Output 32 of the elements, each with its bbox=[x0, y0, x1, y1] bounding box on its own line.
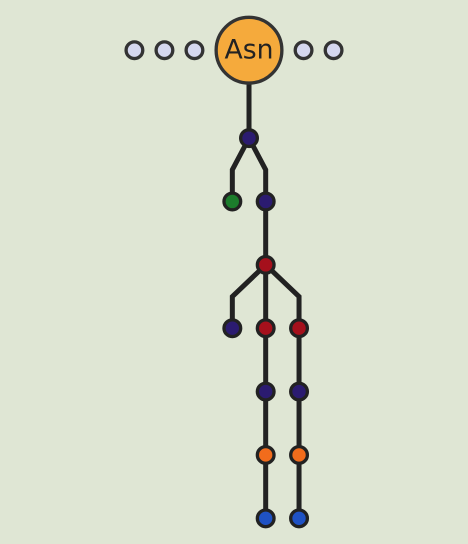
node-circle bbox=[124, 40, 144, 60]
connector bbox=[296, 463, 302, 510]
connector bbox=[263, 463, 268, 510]
node-circle bbox=[256, 318, 276, 338]
connector bbox=[263, 400, 268, 447]
connector bbox=[263, 273, 268, 320]
node-circle bbox=[256, 191, 276, 212]
connector bbox=[263, 336, 268, 384]
node-circle bbox=[184, 40, 204, 60]
connector bbox=[296, 336, 302, 384]
node-circle bbox=[324, 40, 344, 60]
connector bbox=[230, 144, 248, 194]
connector bbox=[296, 400, 302, 447]
connector bbox=[263, 210, 268, 256]
node-circle bbox=[256, 444, 276, 465]
node-circle bbox=[222, 191, 242, 212]
connector bbox=[246, 83, 252, 130]
node-circle bbox=[222, 318, 242, 338]
node-circle: Asn bbox=[214, 16, 284, 85]
connector bbox=[250, 144, 268, 194]
node-circle bbox=[256, 382, 276, 402]
node-circle bbox=[289, 508, 310, 528]
node-circle bbox=[289, 382, 310, 402]
connector bbox=[270, 268, 302, 320]
node-circle bbox=[154, 40, 174, 60]
node-circle bbox=[289, 318, 310, 338]
connector bbox=[230, 268, 262, 320]
node-circle bbox=[256, 254, 276, 275]
node-circle bbox=[294, 40, 314, 60]
node-circle bbox=[289, 444, 310, 465]
node-circle bbox=[239, 128, 260, 148]
node-circle bbox=[256, 508, 276, 528]
